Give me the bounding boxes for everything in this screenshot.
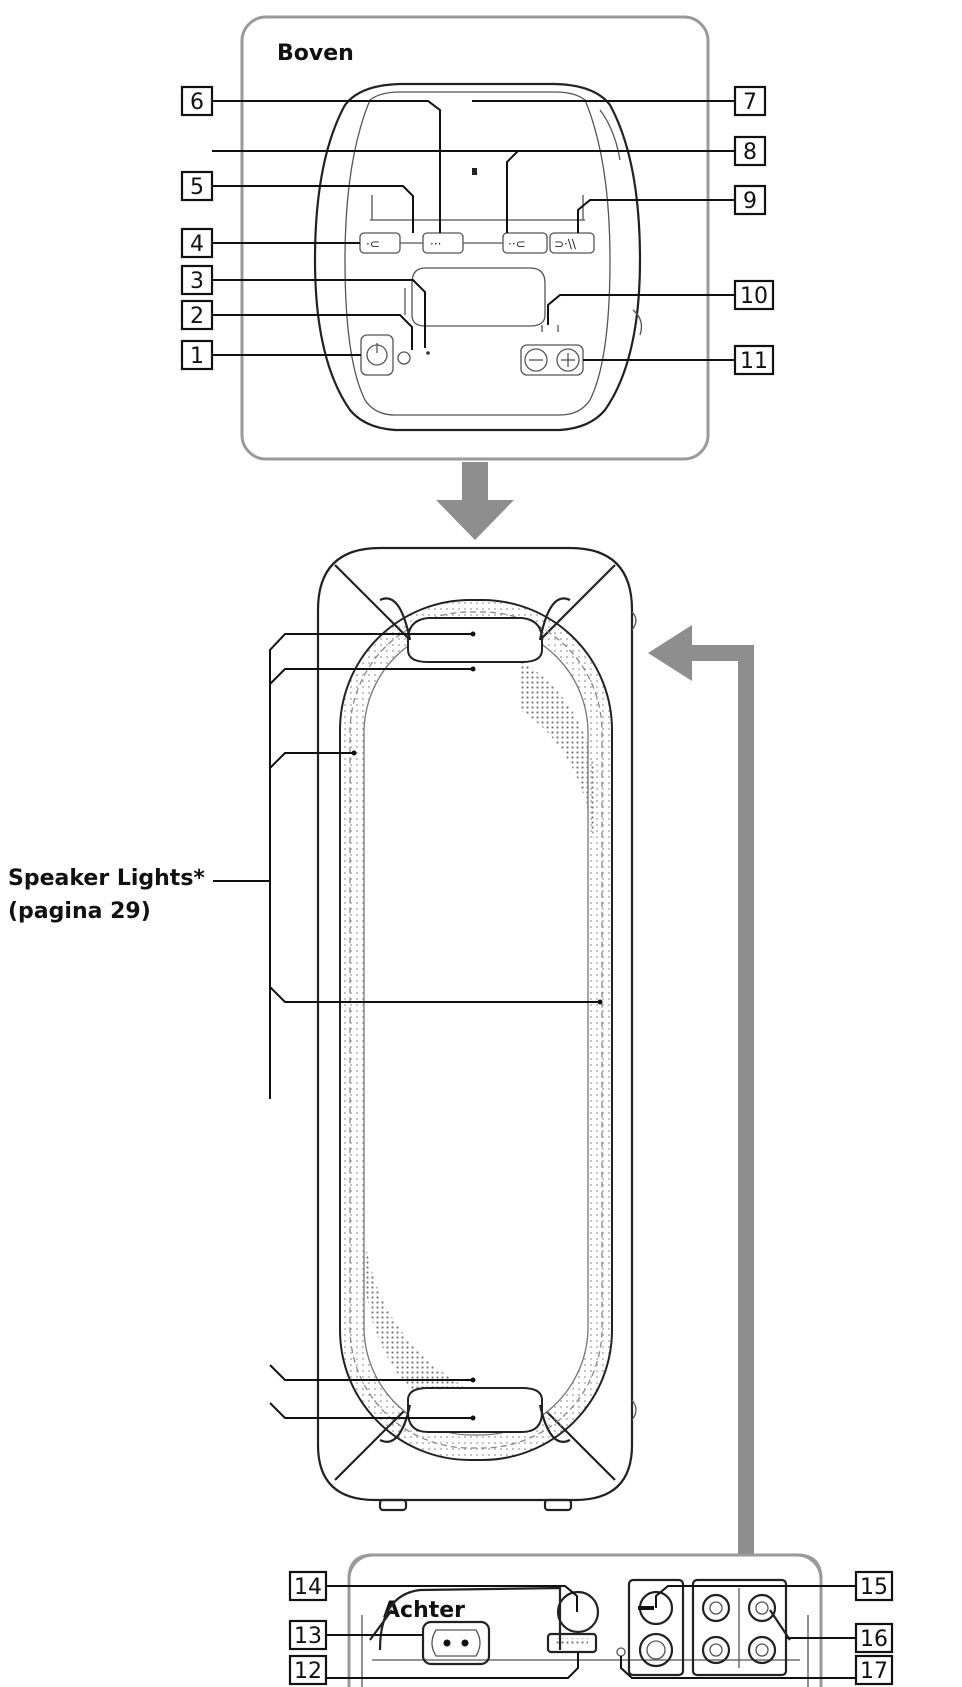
arrow-down-icon bbox=[436, 462, 514, 540]
callout-13: 13 bbox=[288, 1619, 328, 1651]
callout-7: 7 bbox=[733, 85, 767, 117]
speaker-lights-page-ref: (pagina 29) bbox=[8, 899, 151, 924]
callout-16: 16 bbox=[854, 1622, 894, 1654]
callout-15: 15 bbox=[854, 1570, 894, 1602]
svg-text:8: 8 bbox=[743, 140, 757, 165]
svg-text:14: 14 bbox=[294, 1575, 322, 1600]
microphone-icon bbox=[472, 168, 477, 175]
callout-6: 6 bbox=[180, 85, 214, 117]
callout-11: 11 bbox=[733, 344, 775, 376]
battery-indicator-icon bbox=[397, 351, 411, 365]
rca-jacks-block bbox=[691, 1578, 788, 1677]
rear-body bbox=[361, 1578, 809, 1687]
speaker-lights-label: Speaker Lights* bbox=[8, 866, 205, 891]
callout-12: 12 bbox=[288, 1654, 328, 1686]
top-panel: Boven ·⊂ ··· ··⊂ bbox=[180, 15, 775, 461]
button-9-mega-bass: ⊃·\\ bbox=[549, 232, 595, 254]
svg-text:15: 15 bbox=[860, 1575, 888, 1600]
volume-minus-icon bbox=[524, 348, 548, 372]
svg-text:5: 5 bbox=[190, 175, 204, 200]
rear-panel-title: Achter bbox=[383, 1598, 465, 1623]
svg-text:··⊂: ··⊂ bbox=[508, 237, 526, 251]
callout-5: 5 bbox=[180, 170, 214, 202]
svg-text:·⊂: ·⊂ bbox=[366, 237, 380, 251]
volume-plus-icon bbox=[556, 348, 580, 372]
callout-3: 3 bbox=[180, 264, 214, 296]
callout-17: 17 bbox=[854, 1654, 894, 1686]
callout-1: 1 bbox=[180, 339, 214, 371]
svg-text:1: 1 bbox=[190, 344, 204, 369]
callout-4: 4 bbox=[180, 227, 214, 259]
usb-port-icon bbox=[546, 1632, 598, 1654]
svg-text:16: 16 bbox=[860, 1627, 888, 1652]
power-indicator-icon bbox=[426, 351, 430, 355]
callout-lines-top bbox=[212, 100, 735, 361]
top-panel-title: Boven bbox=[277, 41, 354, 66]
audio-input-block bbox=[627, 1578, 685, 1677]
callout-lines-rear bbox=[326, 1585, 856, 1679]
svg-text:11: 11 bbox=[740, 349, 768, 374]
svg-text:13: 13 bbox=[294, 1624, 322, 1649]
svg-text:3: 3 bbox=[190, 269, 204, 294]
svg-text:12: 12 bbox=[294, 1659, 322, 1684]
callout-10: 10 bbox=[733, 279, 775, 311]
callout-8: 8 bbox=[733, 135, 767, 167]
round-button-icon bbox=[556, 1590, 600, 1634]
svg-text:7: 7 bbox=[743, 90, 757, 115]
speaker-top-view: ·⊂ ··· ··⊂ ⊃·\\ bbox=[313, 82, 643, 432]
top-panel-frame bbox=[240, 15, 710, 461]
svg-text:9: 9 bbox=[743, 189, 757, 214]
svg-text:2: 2 bbox=[190, 304, 204, 329]
svg-text:4: 4 bbox=[190, 232, 204, 257]
arrow-up-left-icon bbox=[648, 625, 754, 1687]
speaker-lights-callout-lines bbox=[213, 633, 600, 1419]
callout-2: 2 bbox=[180, 299, 214, 331]
svg-text:···: ··· bbox=[430, 237, 441, 251]
svg-text:⊃·\\: ⊃·\\ bbox=[554, 237, 577, 251]
svg-text:17: 17 bbox=[860, 1659, 888, 1684]
svg-text:10: 10 bbox=[740, 284, 768, 309]
reset-hole-icon bbox=[616, 1647, 626, 1657]
callout-14: 14 bbox=[288, 1570, 328, 1602]
callout-9: 9 bbox=[733, 184, 767, 216]
speaker-front-view bbox=[316, 546, 637, 1512]
svg-text:6: 6 bbox=[190, 90, 204, 115]
ac-inlet-icon bbox=[421, 1620, 491, 1666]
